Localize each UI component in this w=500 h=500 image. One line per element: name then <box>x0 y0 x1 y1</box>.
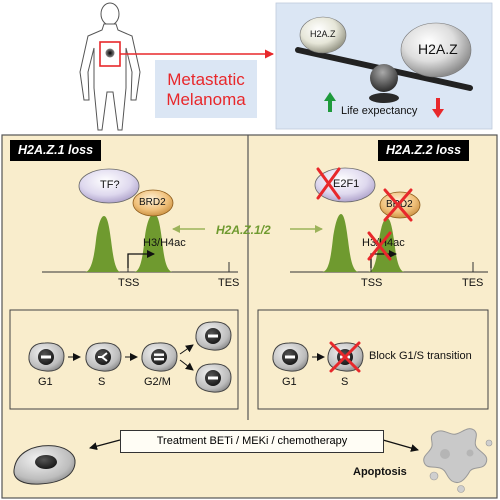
right-histone-mark-label: H3/H4ac <box>362 237 405 249</box>
right-phase-g1-label: G1 <box>282 376 297 388</box>
daughter-cell-1-icon <box>195 321 232 351</box>
left-peak-1 <box>85 216 120 272</box>
right-tes-label: TES <box>462 277 484 289</box>
arrow-g2m-daughter1 <box>179 344 194 355</box>
left-brd2-icon <box>132 189 174 217</box>
apoptotic-cell-icon <box>423 428 493 493</box>
treatment-arrow-right <box>382 439 419 452</box>
cell-g1-left-icon <box>28 342 65 372</box>
condition-label-box <box>155 60 257 118</box>
cell-s-right-icon <box>327 342 364 372</box>
h2az-small-sphere <box>299 16 347 54</box>
surviving-cell-icon <box>13 445 76 485</box>
human-figure-icon <box>79 2 141 131</box>
right-panel-title: H2A.Z.2 loss <box>378 140 470 161</box>
life-expectancy-down-arrow-icon <box>432 98 444 118</box>
left-tf-icon <box>78 168 140 204</box>
right-tss-label: TSS <box>361 277 383 289</box>
left-phase-g2m-label: G2/M <box>144 376 171 388</box>
center-variant-label: H2A.Z.1/2 <box>216 223 271 237</box>
left-panel-title: H2A.Z.1 loss <box>10 140 102 161</box>
left-tf-label: TF? <box>100 179 120 191</box>
life-expectancy-label: Life expectancy <box>341 105 418 117</box>
cell-g1-right-icon <box>272 342 309 372</box>
condition-label-line1: Metastatic <box>167 70 245 89</box>
cell-s-left-icon <box>85 342 122 372</box>
left-phase-g1-label: G1 <box>38 376 53 388</box>
tumor-icon <box>105 48 115 58</box>
left-phase-s-label: S <box>98 376 106 388</box>
right-phase-s-label: S <box>341 376 349 388</box>
left-brd2-label: BRD2 <box>139 197 166 208</box>
arrow-g2m-daughter2 <box>179 359 194 371</box>
seesaw-large-label: H2A.Z <box>418 41 458 57</box>
seesaw-icon <box>295 47 473 103</box>
left-histone-mark-label: H3/H4ac <box>143 237 186 249</box>
right-brd2-label: BRD2 <box>386 199 413 210</box>
block-g1s-label: Block G1/S transition <box>369 350 472 362</box>
condition-label-line2: Melanoma <box>166 89 246 109</box>
h2az-large-sphere <box>400 22 472 78</box>
cell-g2m-left-icon <box>141 342 178 372</box>
condition-label: Metastatic Melanoma <box>155 70 257 109</box>
left-tss-label: TSS <box>118 277 140 289</box>
right-e2f1-label: E2F1 <box>333 178 360 190</box>
apoptosis-label: Apoptosis <box>353 466 407 478</box>
treatment-box: Treatment BETi / MEKi / chemotherapy <box>120 430 384 453</box>
seesaw-small-label: H2A.Z <box>310 29 336 39</box>
life-expectancy-up-arrow-icon <box>324 92 336 112</box>
left-tes-label: TES <box>218 277 240 289</box>
daughter-cell-2-icon <box>195 363 232 393</box>
left-tss-arrow-icon <box>127 250 155 268</box>
treatment-arrow-left <box>89 439 121 451</box>
right-peak-1 <box>322 214 358 272</box>
left-peak-2 <box>134 214 172 272</box>
